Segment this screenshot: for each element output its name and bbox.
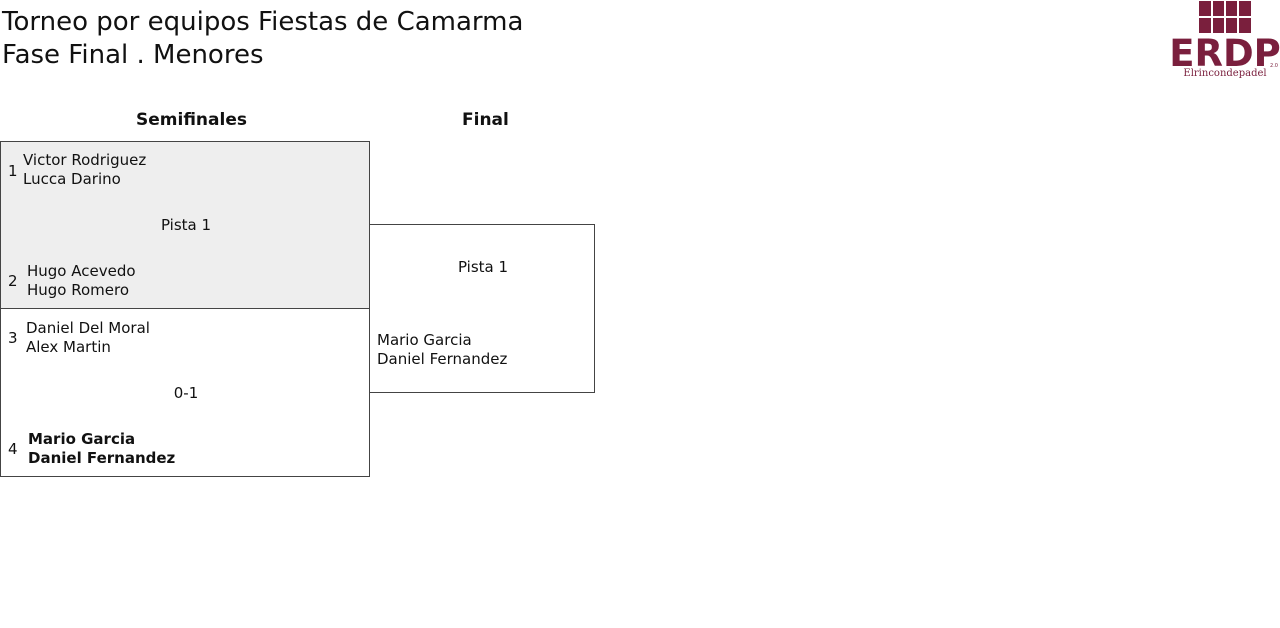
- logo-version: 2.0: [1270, 63, 1278, 69]
- semifinal-1-box[interactable]: 1 Victor Rodriguez Lucca Darino Pista 1 …: [0, 141, 370, 309]
- title-line-1: Torneo por equipos Fiestas de Camarma: [2, 7, 524, 37]
- player-name: Alex Martin: [26, 338, 111, 356]
- player-name: Daniel Fernandez: [377, 350, 508, 368]
- player-name: Victor Rodriguez: [23, 151, 147, 169]
- player-name: Daniel Fernandez: [28, 449, 176, 467]
- page-title: Torneo por equipos Fiestas de Camarma Fa…: [2, 6, 523, 72]
- logo-letters: ERDP: [1170, 32, 1280, 75]
- final-court: Pista 1: [457, 258, 509, 276]
- final-team-2: Mario Garcia Daniel Fernandez: [377, 331, 507, 369]
- player-name: Daniel Del Moral: [26, 319, 150, 337]
- semifinal-1-team-1: Victor Rodriguez Lucca Darino: [23, 151, 146, 189]
- semifinal-label: Semifinales: [136, 110, 247, 130]
- player-name: Hugo Romero: [27, 281, 130, 299]
- logo-tagline: Elrincondepadel: [1183, 68, 1267, 79]
- semifinal-2-box[interactable]: 3 Daniel Del Moral Alex Martin 0-1 4 Mar…: [0, 308, 370, 477]
- seed-1: 1: [8, 162, 18, 180]
- player-name: Mario Garcia: [377, 331, 472, 349]
- semifinal-2-team-2-winner: Mario Garcia Daniel Fernandez: [28, 430, 175, 468]
- seed-4: 4: [8, 440, 18, 458]
- erdp-logo: ERDP 2.0: [1170, 1, 1280, 75]
- semifinal-1-team-2: Hugo Acevedo Hugo Romero: [27, 262, 136, 300]
- seed-2: 2: [8, 272, 18, 290]
- seed-3: 3: [8, 329, 18, 347]
- title-line-2: Fase Final . Menores: [2, 40, 264, 70]
- player-name: Mario Garcia: [28, 430, 136, 448]
- player-name: Hugo Acevedo: [27, 262, 136, 280]
- semifinal-2-team-1: Daniel Del Moral Alex Martin: [26, 319, 150, 357]
- final-box[interactable]: Pista 1 Mario Garcia Daniel Fernandez: [369, 224, 595, 393]
- final-label: Final: [462, 110, 509, 130]
- player-name: Lucca Darino: [23, 170, 121, 188]
- semifinal-1-court: Pista 1: [160, 216, 212, 234]
- semifinal-2-score: 0-1: [173, 384, 199, 402]
